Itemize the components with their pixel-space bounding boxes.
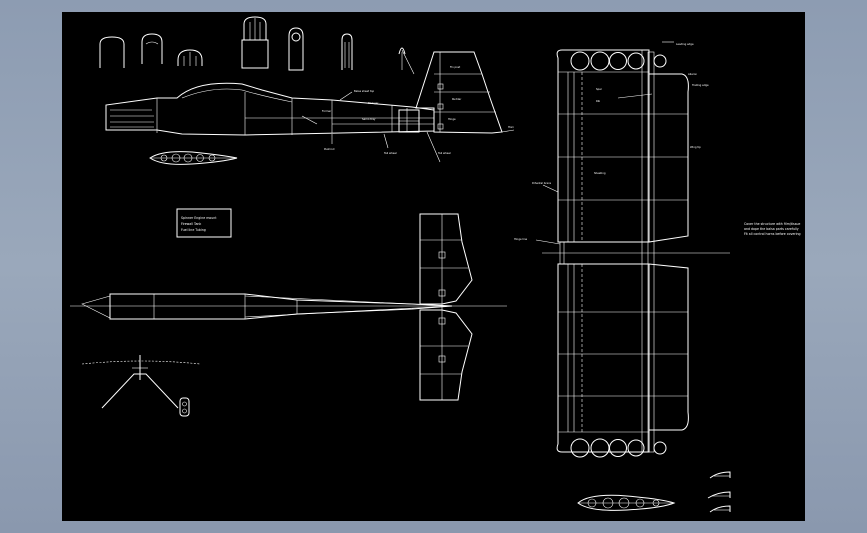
drawing-canvas[interactable]: Balsa sheet top Former Servo tray Pushro… — [62, 12, 805, 521]
label-balsa-sheet: Balsa sheet top — [354, 89, 374, 93]
note-line-3: Fuel line Tubing — [181, 228, 206, 232]
landing-gear-front-view — [81, 355, 201, 417]
note-line-1: Spinner Engine mount — [181, 216, 217, 220]
label-spar: Spar — [596, 87, 603, 91]
fin-rudder-side-view — [398, 49, 515, 163]
parts-note-box: Spinner Engine mount Firewall Tank Fuel … — [176, 208, 232, 238]
note-line-2: Firewall Tank — [181, 222, 201, 226]
label-servo-tray: Servo tray — [362, 117, 376, 121]
wing-labels: Leading edge Spar Rib Aileron Trailing e… — [514, 41, 801, 241]
label-aileron: Aileron — [688, 72, 697, 76]
label-leading-edge: Leading edge — [676, 42, 694, 46]
label-rudder: Rudder — [452, 97, 462, 101]
fuselage-formers — [99, 16, 406, 71]
stabilizer-top-view — [419, 213, 473, 401]
label-horn: Horn — [508, 125, 515, 129]
label-hinge-line: Hinge line — [514, 237, 527, 241]
fuselage-side-view — [105, 82, 435, 136]
label-wing-tip: Wing tip — [690, 145, 701, 149]
wing-note-line-1: Cover the structure with film/tissue — [744, 222, 800, 226]
label-sheeting: Sheeting — [594, 171, 606, 175]
wing-plan-view — [535, 49, 730, 458]
wing-note-line-3: Fit all control horns before covering — [744, 232, 801, 236]
airfoil-section-large — [577, 494, 676, 511]
label-dihedral-brace: Dihedral brace — [532, 181, 552, 185]
label-tail-wheel-2: Tail wheel — [438, 151, 451, 155]
wing-note-line-2: and dope the balsa parts carefully — [744, 227, 799, 231]
airfoil-section-small — [149, 151, 238, 165]
label-fin-post: Fin post — [450, 65, 460, 69]
label-hinge: Hinge — [448, 117, 456, 121]
fuselage-top-view — [70, 293, 507, 320]
label-stringer: Stringer — [368, 101, 379, 105]
label-tail-wheel: Tail wheel — [384, 151, 397, 155]
label-pushrod: Pushrod — [324, 147, 335, 151]
wing-tip-details — [707, 471, 731, 513]
label-former: Former — [322, 109, 332, 113]
side-view-labels: Balsa sheet top Former Servo tray Pushro… — [301, 65, 515, 155]
label-rib: Rib — [596, 99, 601, 103]
aircraft-plan-drawing: Balsa sheet top Former Servo tray Pushro… — [70, 16, 801, 513]
label-trailing-edge: Trailing edge — [692, 83, 709, 87]
